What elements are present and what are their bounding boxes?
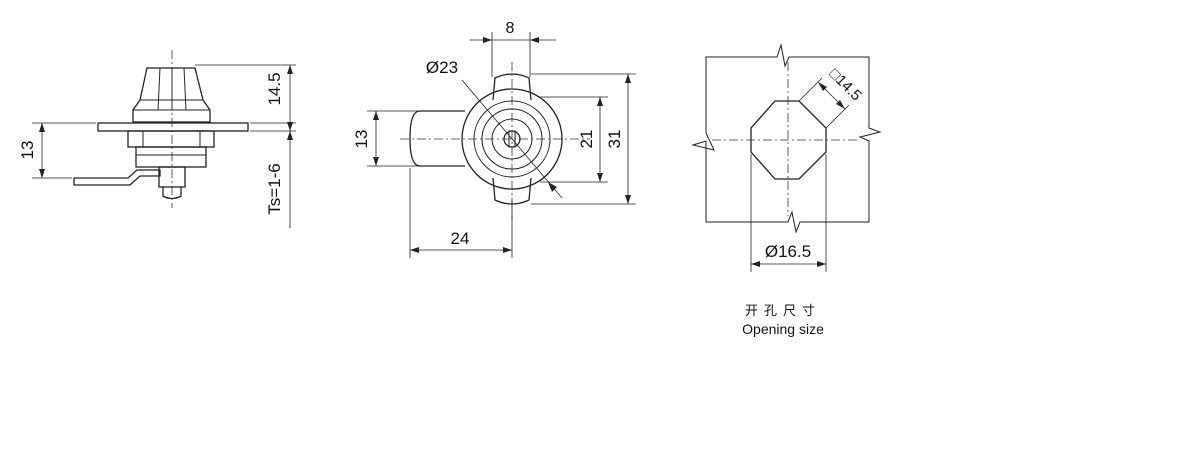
side-dim-height-top: 14.5 xyxy=(265,72,284,105)
opening-view: □14.5 Ø16.5 xyxy=(691,43,882,272)
panel-outline xyxy=(691,43,882,234)
side-dim-thickness: Ts=1-6 xyxy=(265,163,284,215)
front-dim-cam-height: 13 xyxy=(352,130,371,149)
hex-nut xyxy=(127,130,215,148)
opening-dim-square: □14.5 xyxy=(826,65,865,104)
front-view: 8 Ø23 13 21 31 24 xyxy=(352,20,636,258)
side-dim-height-left: 13 xyxy=(18,141,37,160)
front-dim-diameter: Ø23 xyxy=(426,58,458,77)
cam-tongue xyxy=(409,110,465,167)
opening-dim-diameter: Ø16.5 xyxy=(765,242,811,261)
knob-outline xyxy=(132,67,211,123)
front-dim-outer-height: 31 xyxy=(605,130,624,149)
caption-chinese: 开孔尺寸 xyxy=(744,303,821,318)
caption-english: Opening size xyxy=(742,321,824,337)
opening-hole xyxy=(750,100,827,180)
front-dim-length: 24 xyxy=(451,229,470,248)
side-view: 14.5 Ts=1-6 13 xyxy=(18,50,296,228)
lock-body xyxy=(135,146,207,168)
panel-flange xyxy=(97,122,249,132)
front-dim-inner-height: 21 xyxy=(577,130,596,149)
front-dim-width-top: 8 xyxy=(506,20,515,37)
cam-plate xyxy=(73,169,161,186)
